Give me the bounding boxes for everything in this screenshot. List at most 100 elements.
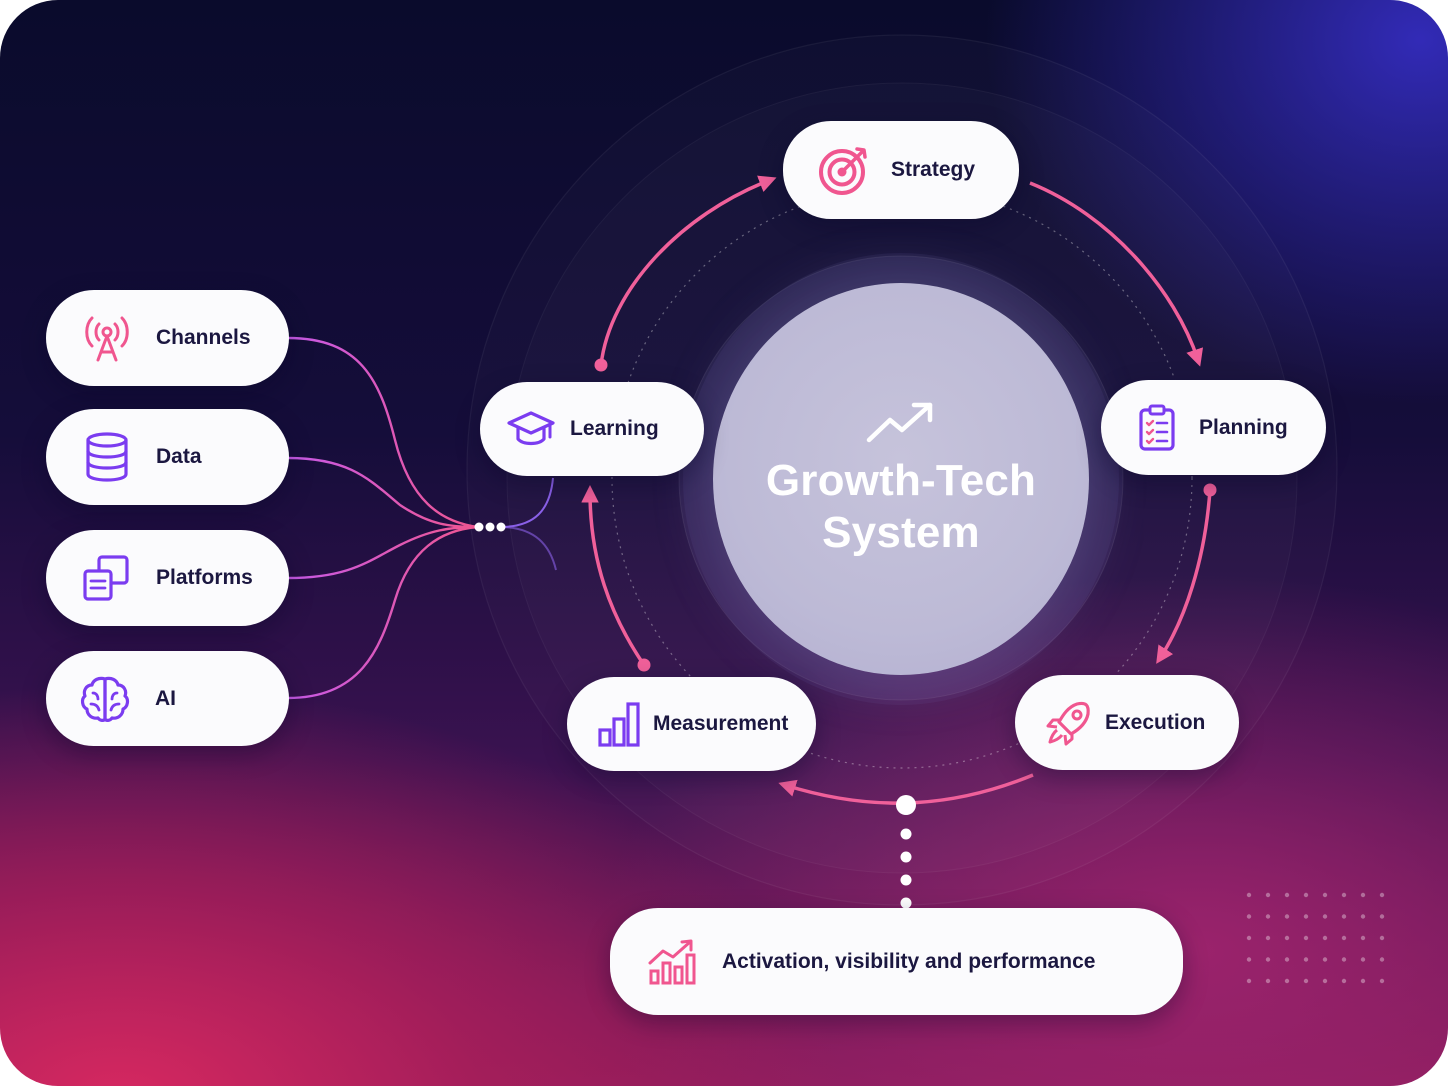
grid-dot xyxy=(1341,914,1347,919)
grid-dot xyxy=(1379,957,1385,962)
grid-dot xyxy=(1246,978,1252,984)
grid-dot xyxy=(1265,957,1271,962)
graduation-cap-icon xyxy=(506,409,556,449)
cycle-node-strategy[interactable]: Strategy xyxy=(783,121,1019,219)
growth-chart-icon xyxy=(646,937,698,987)
decorative-dot-grid xyxy=(1246,892,1385,984)
arrow-measurement-to-learning xyxy=(581,485,646,666)
center-title: Growth-Tech System xyxy=(766,455,1036,559)
input-node-ai[interactable]: AI xyxy=(46,651,289,746)
output-hub-dot xyxy=(896,795,916,815)
grid-dot xyxy=(1284,892,1290,898)
input-node-channels[interactable]: Channels xyxy=(46,290,289,386)
mid-ring xyxy=(506,82,1298,874)
cycle-node-label: Execution xyxy=(1105,710,1206,734)
grid-dot xyxy=(1341,978,1347,984)
connector-platforms xyxy=(287,525,479,580)
grid-dot xyxy=(1360,892,1366,898)
input-node-label: Platforms xyxy=(156,566,253,589)
output-node-label: Activation, visibility and performance xyxy=(722,949,1096,973)
grid-dot xyxy=(1303,914,1309,919)
grid-dot xyxy=(1360,957,1366,962)
brain-icon xyxy=(79,674,131,724)
grid-dot xyxy=(1246,892,1252,898)
cycle-node-label: Learning xyxy=(570,417,659,440)
connector-hub-to-learning xyxy=(499,477,554,528)
grid-dot xyxy=(1341,957,1347,962)
arrow-execution-to-measurement xyxy=(778,773,1034,805)
input-node-platforms[interactable]: Platforms xyxy=(46,530,289,626)
bar-chart-icon xyxy=(597,700,641,748)
grid-dot xyxy=(1303,957,1309,962)
grid-dot xyxy=(1360,935,1366,941)
cycle-node-measurement[interactable]: Measurement xyxy=(567,677,816,771)
cycle-node-label: Planning xyxy=(1199,415,1288,439)
arrow-planning-to-execution xyxy=(1156,489,1212,664)
broadcast-tower-icon xyxy=(80,312,134,364)
input-node-data[interactable]: Data xyxy=(46,409,289,505)
connector-ai xyxy=(287,525,479,700)
output-dot xyxy=(900,874,912,886)
rocket-icon xyxy=(1043,698,1095,748)
arrow-start-dot xyxy=(594,358,608,372)
arrow-strategy-to-planning xyxy=(1029,181,1204,367)
grid-dot xyxy=(1322,914,1328,919)
output-dot xyxy=(900,851,912,863)
grid-dot xyxy=(1379,978,1385,984)
arrow-start-dot xyxy=(637,658,651,672)
input-node-label: Channels xyxy=(156,326,251,349)
connector-hub-branch xyxy=(499,526,557,571)
grid-dot xyxy=(1284,957,1290,962)
center-hub: Growth-Tech System xyxy=(713,283,1089,675)
output-node[interactable]: Activation, visibility and performance xyxy=(610,908,1183,1015)
cycle-node-execution[interactable]: Execution xyxy=(1015,675,1239,770)
grid-dot xyxy=(1379,935,1385,941)
output-dot xyxy=(900,828,912,840)
hub-dot xyxy=(496,522,506,532)
grid-dot xyxy=(1265,935,1271,941)
grid-dot xyxy=(1322,978,1328,984)
grid-dot xyxy=(1360,914,1366,919)
cycle-node-label: Measurement xyxy=(653,712,789,735)
hub-dot xyxy=(474,522,484,532)
grid-dot xyxy=(1322,957,1328,962)
connector-channels xyxy=(287,336,479,529)
trend-up-icon xyxy=(866,400,936,449)
arrow-learning-to-strategy xyxy=(599,175,777,366)
grid-dot xyxy=(1341,892,1347,898)
arrow-start-dot xyxy=(1203,483,1217,497)
cycle-node-planning[interactable]: Planning xyxy=(1101,380,1326,475)
grid-dot xyxy=(1284,935,1290,941)
grid-dot xyxy=(1303,892,1309,898)
input-node-label: AI xyxy=(155,686,176,710)
grid-dot xyxy=(1379,892,1385,898)
target-icon xyxy=(817,143,871,197)
grid-dot xyxy=(1322,935,1328,941)
output-dot xyxy=(900,897,912,909)
grid-dot xyxy=(1322,892,1328,898)
database-icon xyxy=(82,431,132,483)
cycle-node-label: Strategy xyxy=(891,158,976,181)
grid-dot xyxy=(1284,978,1290,984)
grid-dot xyxy=(1246,914,1252,919)
connector-data xyxy=(287,456,479,529)
grid-dot xyxy=(1246,957,1252,962)
grid-dot xyxy=(1341,935,1347,941)
grid-dot xyxy=(1265,978,1271,984)
grid-dot xyxy=(1265,914,1271,919)
input-node-label: Data xyxy=(156,445,202,468)
hub-dot xyxy=(485,522,495,532)
clipboard-checklist-icon xyxy=(1137,404,1177,452)
center-title-line2: System xyxy=(822,507,980,557)
center-title-line1: Growth-Tech xyxy=(765,455,1037,505)
grid-dot xyxy=(1246,935,1252,941)
cycle-node-learning[interactable]: Learning xyxy=(480,382,704,476)
grid-dot xyxy=(1265,892,1271,898)
grid-dot xyxy=(1379,914,1385,919)
grid-dot xyxy=(1360,978,1366,984)
layered-windows-icon xyxy=(80,553,132,603)
grid-dot xyxy=(1303,935,1309,941)
grid-dot xyxy=(1303,978,1309,984)
grid-dot xyxy=(1284,914,1290,919)
